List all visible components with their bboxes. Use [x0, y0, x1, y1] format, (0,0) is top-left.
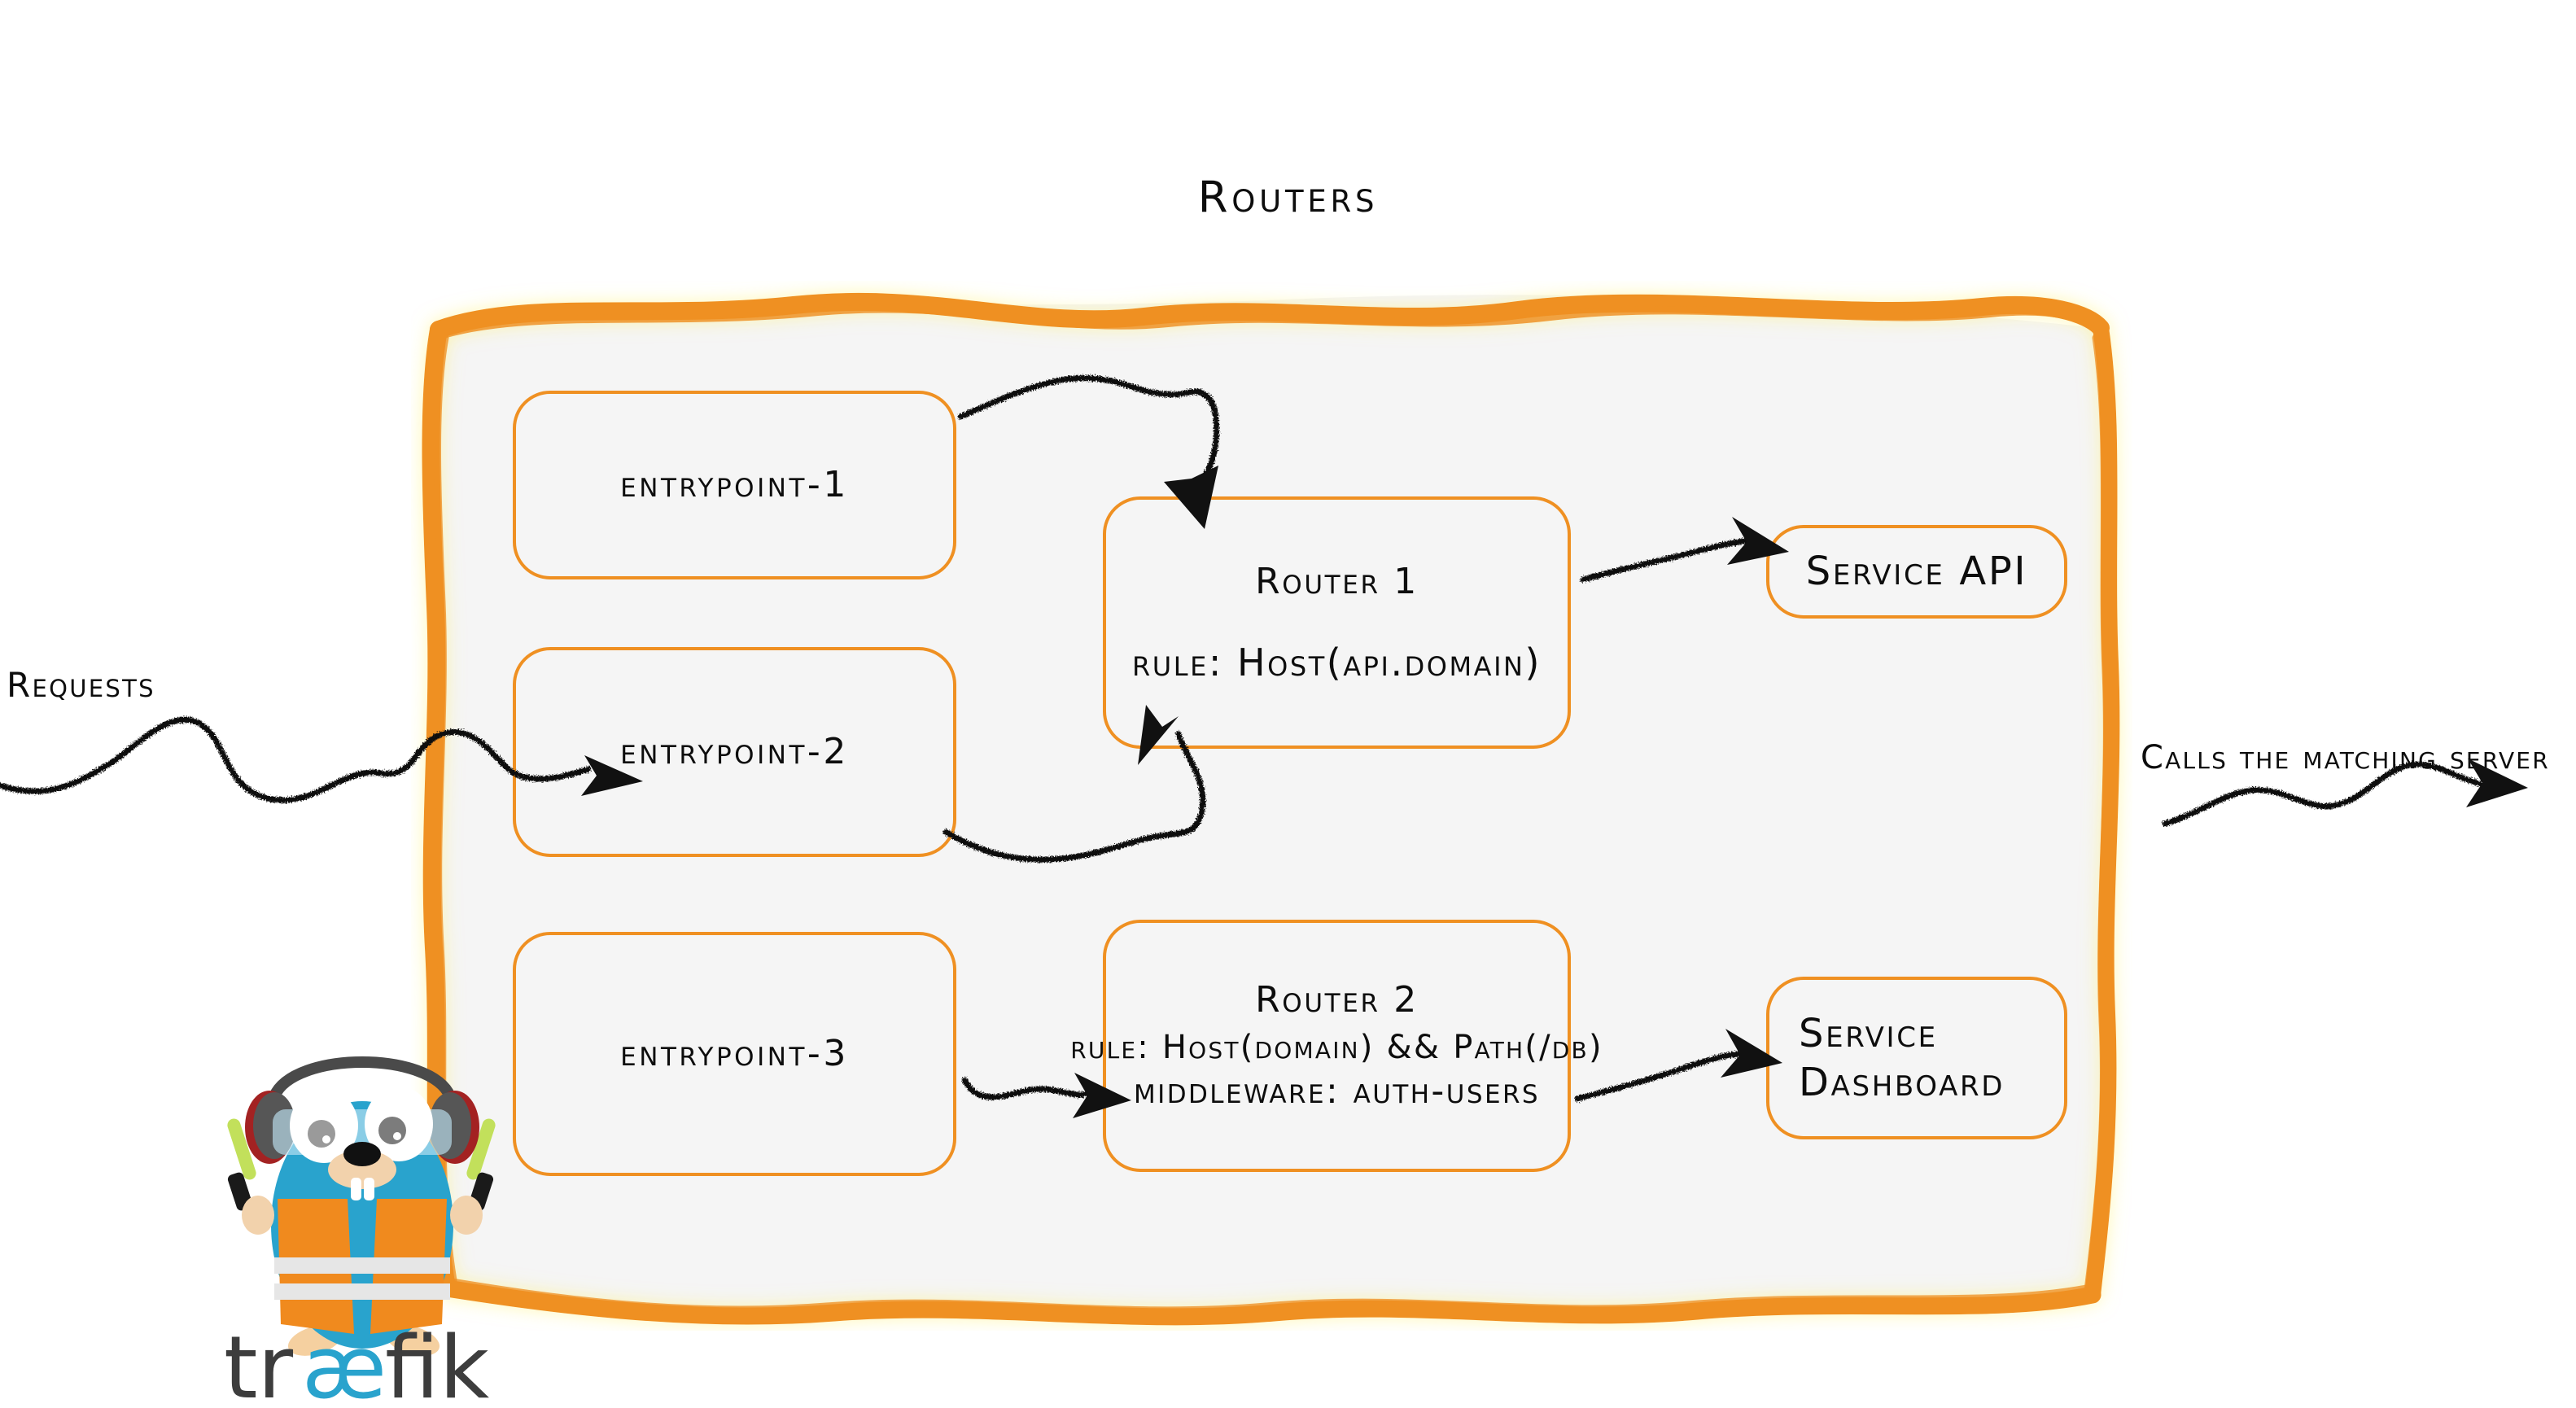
wordmark-suffix: fik — [385, 1318, 490, 1408]
router-box-2[interactable]: Router 2 rule: Host(domain) && Path(/db)… — [1070, 920, 1602, 1172]
router-rule: rule: Host(api.domain) — [1132, 640, 1542, 684]
gopher-muzzle — [328, 1142, 396, 1200]
traefik-wordmark: tr æ fik — [224, 1318, 490, 1408]
router-middleware: middleware: auth-users — [1133, 1070, 1541, 1112]
service-box-api[interactable]: Service API — [1766, 525, 2067, 619]
router-name: Router 2 — [1255, 978, 1419, 1021]
router-name: Router 1 — [1255, 560, 1419, 602]
entrypoint-box-1[interactable]: entrypoint-1 — [513, 391, 956, 579]
entrypoint-box-3[interactable]: entrypoint-3 — [513, 932, 956, 1176]
requests-label: Requests — [7, 665, 155, 705]
wordmark-prefix: tr — [224, 1318, 294, 1408]
entrypoint-label: entrypoint-1 — [620, 463, 849, 505]
traefik-logo: tr æ fik — [224, 1021, 501, 1408]
headphones-band-icon — [269, 1056, 456, 1102]
page-title: Routers — [1197, 173, 1379, 222]
service-name-line2: Dashboard — [1799, 1060, 2005, 1105]
gopher-hands — [242, 1196, 483, 1235]
service-box-dashboard[interactable]: Service Dashboard — [1766, 977, 2067, 1139]
entrypoint-box-2[interactable]: entrypoint-2 — [513, 647, 956, 857]
traefik-logo-svg: tr æ fik — [224, 1056, 496, 1408]
gopher-eyes — [290, 1087, 433, 1163]
entrypoint-label: entrypoint-3 — [620, 1032, 849, 1074]
safety-vest-icon — [274, 1199, 450, 1334]
router-rule: rule: Host(domain) && Path(/db) — [1070, 1029, 1603, 1066]
wordmark-ligature: æ — [302, 1318, 387, 1408]
service-name: Service API — [1805, 549, 2028, 595]
router-box-1[interactable]: Router 1 rule: Host(api.domain) — [1103, 496, 1571, 749]
entrypoint-label: entrypoint-2 — [620, 730, 849, 772]
calls-matching-server-label: Calls the matching server — [2141, 739, 2550, 776]
service-name-line1: Service — [1799, 1010, 1938, 1056]
